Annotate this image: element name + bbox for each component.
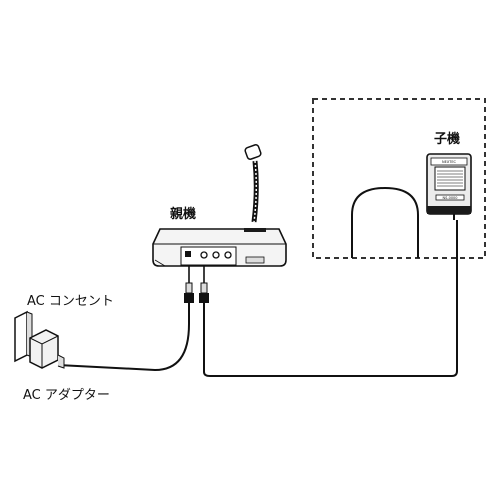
- ac-outlet-label: AC コンセント: [27, 294, 114, 309]
- ac-adapter-label: AC アダプター: [23, 388, 110, 403]
- microphone-icon: [244, 144, 262, 223]
- door-icon: [351, 186, 419, 258]
- room-boundary: [312, 98, 486, 259]
- speaker-cable: [203, 220, 458, 377]
- parent-unit-label: 親機: [170, 207, 197, 222]
- child-unit-icon: [426, 153, 472, 220]
- parent-unit-icon: [152, 228, 287, 267]
- child-model-text: NS-0000: [442, 196, 457, 200]
- adapter-icon: [29, 329, 65, 369]
- adapter-cable: [57, 303, 190, 372]
- child-brand-text: NEXTEC: [442, 160, 457, 164]
- child-unit-label: 子機: [434, 132, 461, 147]
- audio-plugs-icon: [184, 265, 209, 303]
